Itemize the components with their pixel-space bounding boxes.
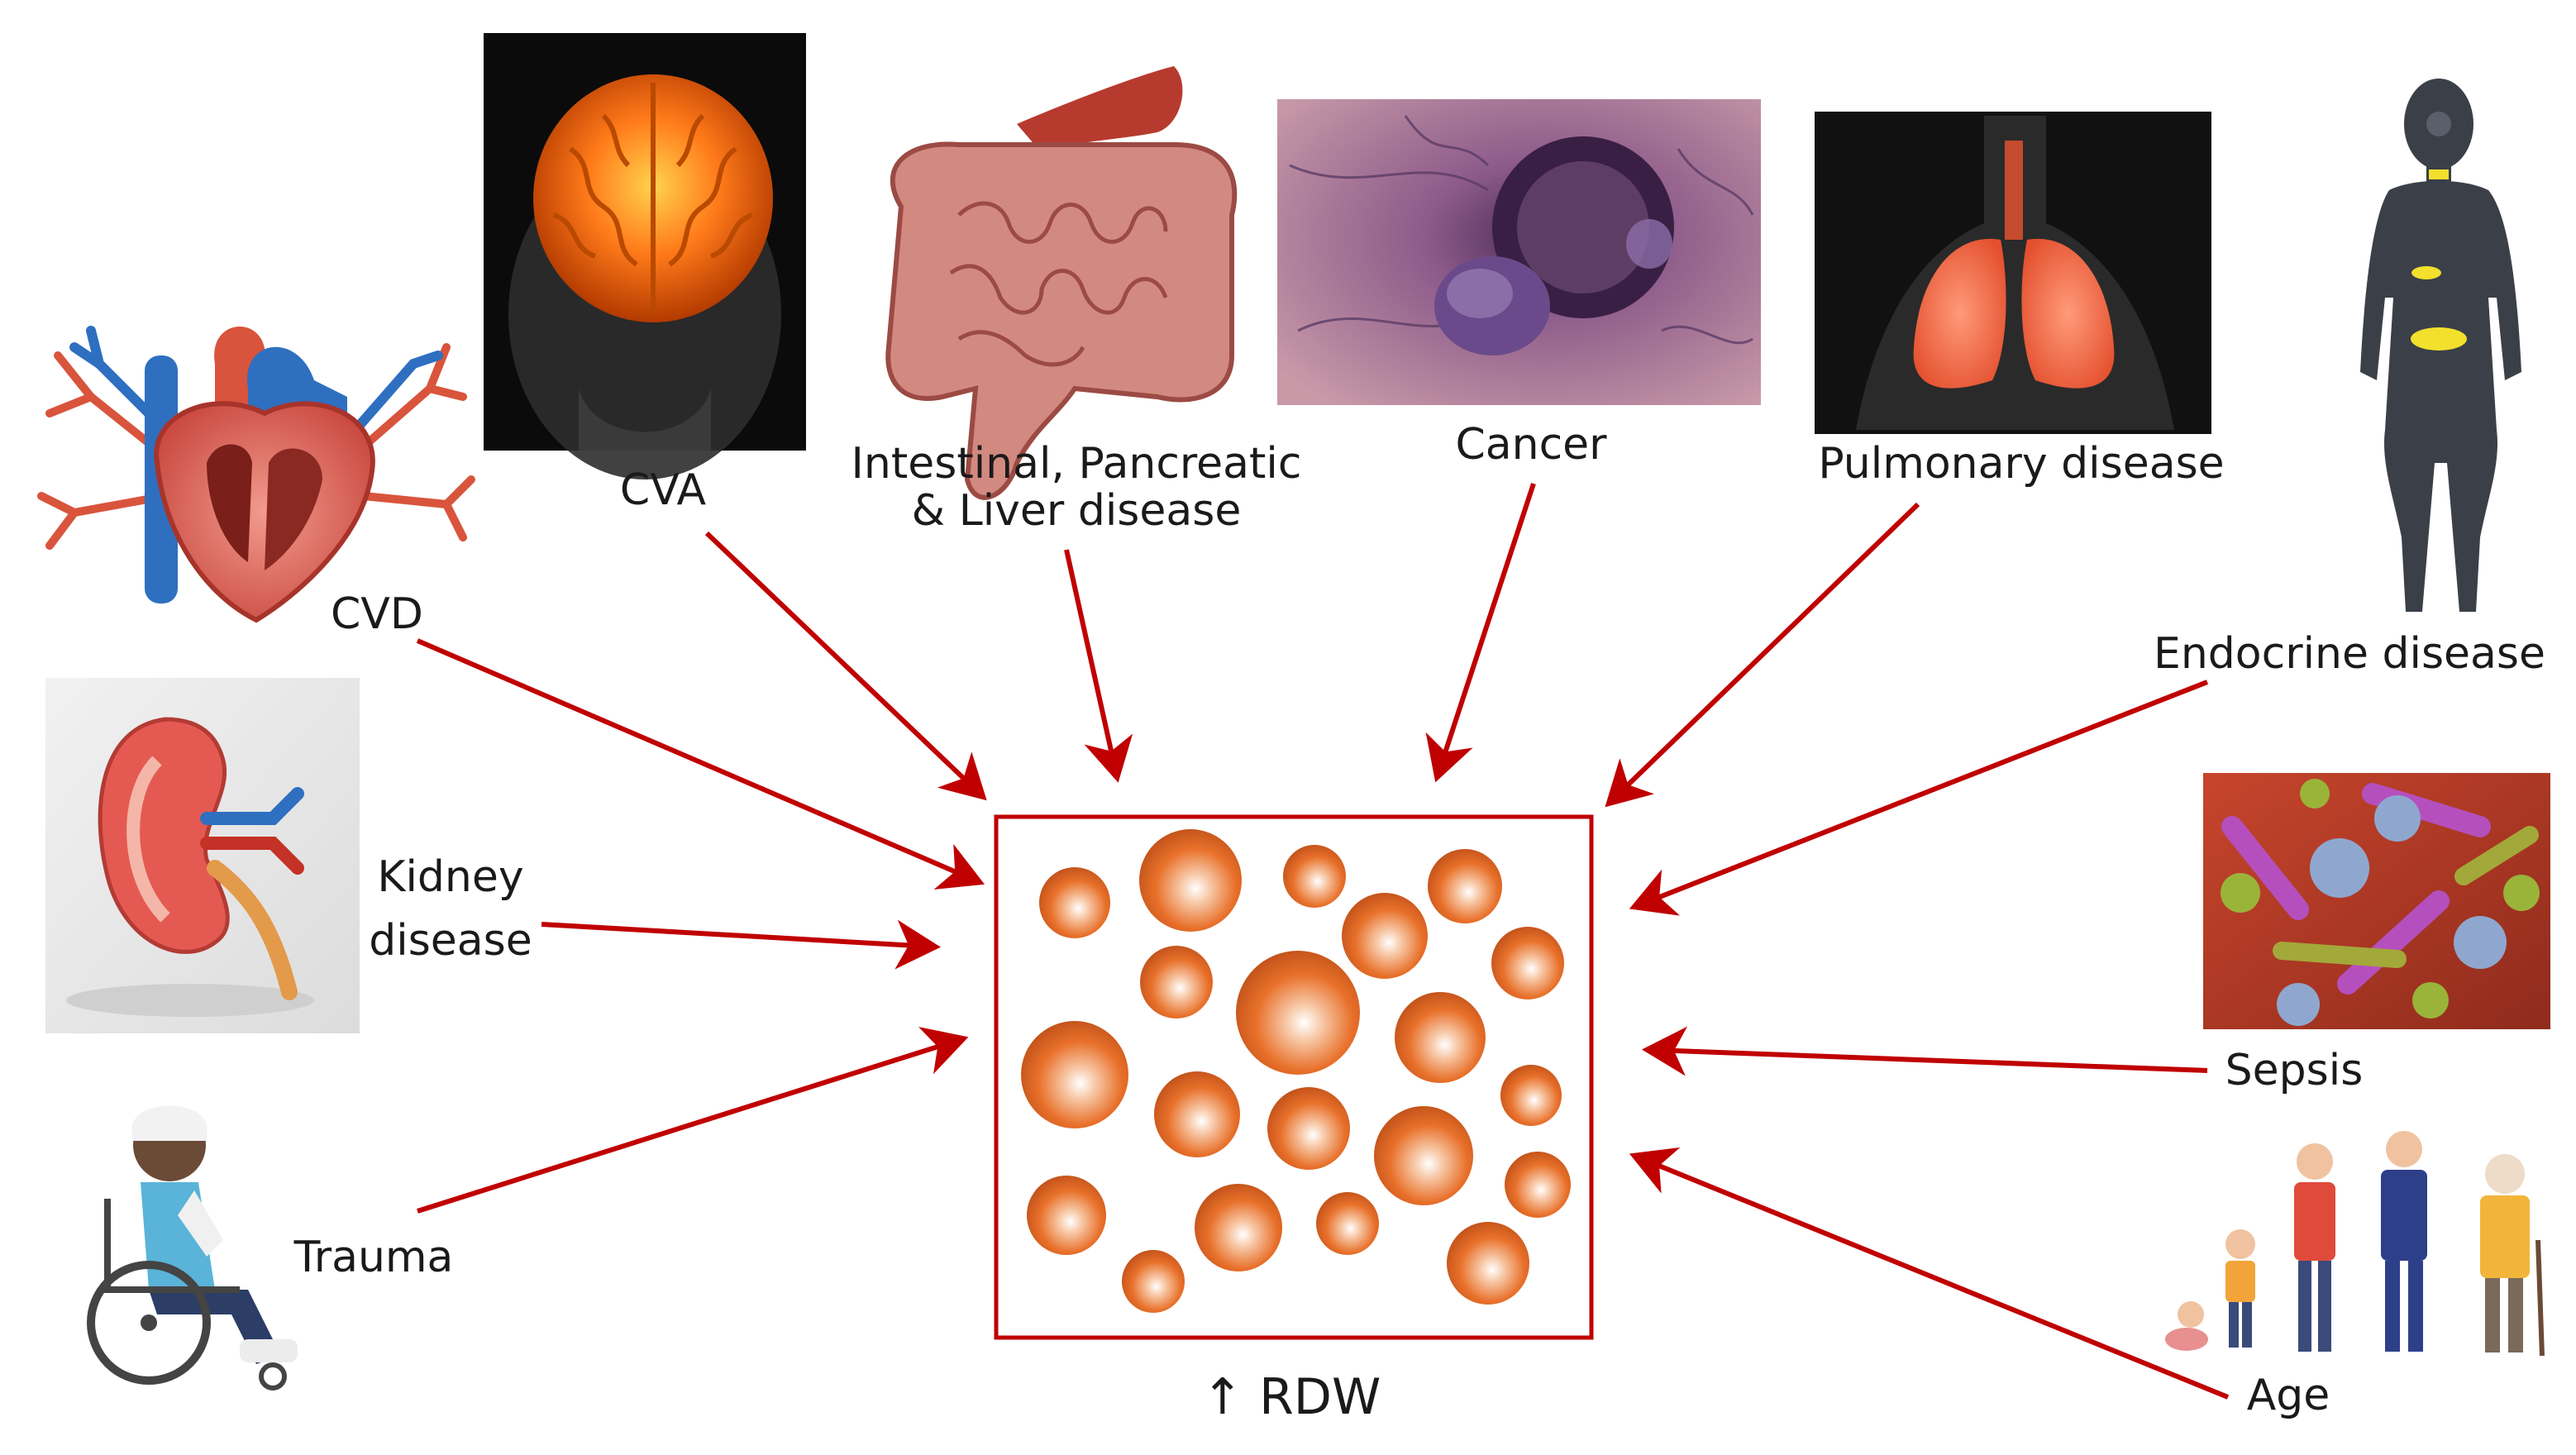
cell <box>1027 1176 1106 1255</box>
cell <box>1447 1222 1529 1305</box>
adult-figure <box>2381 1131 2427 1352</box>
cell <box>1195 1184 1282 1271</box>
cell <box>1139 829 1242 932</box>
baby-figure <box>2165 1301 2208 1351</box>
arrow-endocrine <box>1629 680 2209 916</box>
arrow-age <box>1629 1147 2230 1400</box>
teen-figure <box>2294 1143 2335 1352</box>
cell <box>1236 951 1360 1075</box>
cell <box>1283 845 1346 908</box>
label-cvd: CVD <box>331 589 423 639</box>
label-age: Age <box>2247 1371 2330 1420</box>
cell <box>1316 1192 1379 1255</box>
brain-illustration <box>484 33 806 479</box>
label-pulmonary: Pulmonary disease <box>1818 439 2224 489</box>
label-sepsis: Sepsis <box>2225 1046 2364 1095</box>
red-blood-cells <box>1021 829 1571 1313</box>
kidney-illustration <box>45 678 360 1033</box>
child-figure <box>2225 1229 2255 1348</box>
arrow-kidney <box>541 919 941 970</box>
cell <box>1140 946 1213 1018</box>
label-kidney-line2: disease <box>369 916 532 966</box>
intestine-illustration <box>885 66 1238 500</box>
cell <box>1267 1087 1350 1170</box>
heart-illustration <box>37 326 475 623</box>
elder-figure <box>2480 1154 2545 1357</box>
wheelchair-patient-illustration <box>87 1105 298 1391</box>
cell <box>1491 927 1564 999</box>
label-gi-line1: Intestinal, Pancreatic <box>852 439 1302 489</box>
age-progression-illustration <box>2165 1131 2545 1357</box>
bacteria-illustration <box>2203 773 2550 1029</box>
cell <box>1122 1250 1185 1313</box>
label-trauma: Trauma <box>293 1233 454 1282</box>
arrow-cva <box>704 531 987 801</box>
arrows <box>416 483 2230 1400</box>
body-glands-illustration <box>2360 79 2521 612</box>
arrow-cvd <box>416 638 985 890</box>
label-endocrine: Endocrine disease <box>2154 629 2545 679</box>
cell <box>1428 849 1502 923</box>
label-rdw: ↑ RDW <box>1202 1368 1381 1426</box>
tumor-illustration <box>1277 99 1761 405</box>
cell <box>1154 1071 1240 1157</box>
arrow-pulmonary <box>1605 502 1920 808</box>
label-gi-line2: & Liver disease <box>912 486 1242 536</box>
cell <box>1039 867 1110 938</box>
cell <box>1021 1021 1128 1128</box>
label-kidney-line1: Kidney <box>377 852 523 902</box>
cell <box>1505 1152 1571 1218</box>
arrow-gi <box>1064 549 1133 783</box>
label-cancer: Cancer <box>1455 420 1607 470</box>
arrow-trauma <box>417 1027 969 1214</box>
label-cva: CVA <box>620 465 707 515</box>
cell <box>1395 992 1486 1083</box>
cell <box>1342 893 1428 979</box>
lungs-illustration <box>1815 112 2211 434</box>
arrow-sepsis <box>1642 1026 2208 1076</box>
cell <box>1374 1106 1473 1205</box>
arrow-cancer <box>1425 483 1536 783</box>
cell <box>1500 1065 1562 1126</box>
